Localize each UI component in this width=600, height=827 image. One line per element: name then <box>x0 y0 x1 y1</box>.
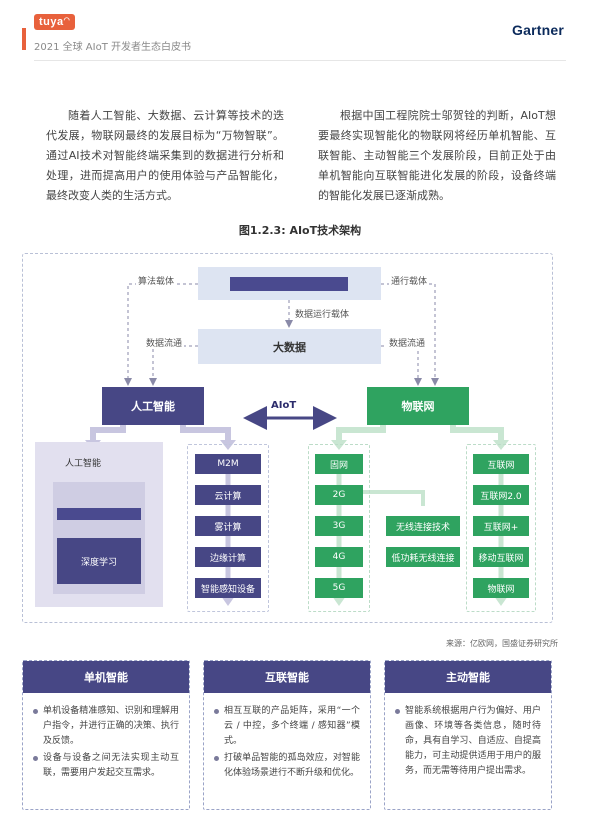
label-comm-carrier: 通行载体 <box>389 274 430 287</box>
wifi-icon: ◠ <box>63 17 71 24</box>
top-bar <box>230 277 348 291</box>
label-data-flow-left: 数据流通 <box>144 336 185 349</box>
net-item: 固网 <box>315 454 363 474</box>
ai-panel: 人工智能 深度学习 <box>35 442 163 607</box>
tech-item: M2M <box>195 454 261 474</box>
ai-panel-title: 人工智能 <box>65 459 102 469</box>
net-item: 2G <box>315 485 363 505</box>
gartner-logo: Gartner <box>512 22 564 38</box>
aiot-label: AIoT <box>271 400 297 411</box>
internet-column <box>466 444 536 612</box>
iot-box: 物联网 <box>367 387 469 425</box>
algorithm-carrier-box <box>198 267 381 300</box>
internet-item: 物联网 <box>473 578 529 598</box>
wireless-item: 无线连接技术 <box>386 516 460 536</box>
report-title: 2021 全球 AIoT 开发者生态白皮书 <box>34 42 192 53</box>
intro-paragraph-right: 根据中国工程院院士邬贺铨的判断，AIoT想要最终实现智能化的物联网将经历单机智能… <box>318 109 556 202</box>
card-title: 主动智能 <box>385 661 551 693</box>
net-item: 4G <box>315 547 363 567</box>
label-data-run-carrier: 数据运行载体 <box>293 307 352 320</box>
network-column <box>308 444 370 612</box>
tech-item: 智能感知设备 <box>195 578 261 598</box>
internet-item: 互联网2.0 <box>473 485 529 505</box>
figure-title: 图1.2.3: AIoT技术架构 <box>238 224 362 237</box>
ai-bar <box>57 508 141 520</box>
card-list: 单机设备精准感知、识别和理解用户指令，并进行正确的决策、执行及反馈。 设备与设备… <box>33 704 179 783</box>
accent-bar <box>22 28 26 50</box>
big-data-box: 大数据 <box>198 329 381 364</box>
tech-item: 云计算 <box>195 485 261 505</box>
figure-source: 来源：亿欧网，国盛证券研究所 <box>446 639 558 648</box>
card-item: 打破单品智能的孤岛效应，对智能化体验场景进行不断升级和优化。 <box>214 751 360 781</box>
deep-learning-box: 深度学习 <box>57 538 141 584</box>
internet-item: 移动互联网 <box>473 547 529 567</box>
internet-item: 互联网+ <box>473 516 529 536</box>
card-list: 智能系统根据用户行为偏好、用户画像、环境等各类信息，随时待命，具有自学习、自适应… <box>395 704 541 781</box>
tech-column <box>187 444 269 612</box>
card-item: 设备与设备之间无法实现主动互联，需要用户发起交互需求。 <box>33 751 179 781</box>
card-title: 互联智能 <box>204 661 370 693</box>
card-active-intelligence: 主动智能 智能系统根据用户行为偏好、用户画像、环境等各类信息，随时待命，具有自学… <box>384 660 552 810</box>
ai-box: 人工智能 <box>102 387 204 425</box>
tech-item: 边缘计算 <box>195 547 261 567</box>
card-item: 智能系统根据用户行为偏好、用户画像、环境等各类信息，随时待命，具有自学习、自适应… <box>395 704 541 779</box>
ai-inner-panel: 深度学习 <box>53 482 145 594</box>
page-header: tuya◠ 2021 全球 AIoT 开发者生态白皮书 Gartner <box>0 0 600 70</box>
tech-item: 雾计算 <box>195 516 261 536</box>
label-data-flow-right: 数据流通 <box>387 336 428 349</box>
card-title: 单机智能 <box>23 661 189 693</box>
card-item: 相互互联的产品矩阵，采用“一个云 / 中控，多个终端 / 感知器”模式。 <box>214 704 360 749</box>
intro-paragraph-left: 随着人工智能、大数据、云计算等技术的迭代发展，物联网最终的发展目标为“万物智联”… <box>46 109 284 202</box>
card-item: 单机设备精准感知、识别和理解用户指令，并进行正确的决策、执行及反馈。 <box>33 704 179 749</box>
net-item: 3G <box>315 516 363 536</box>
card-connected-intelligence: 互联智能 相互互联的产品矩阵，采用“一个云 / 中控，多个终端 / 感知器”模式… <box>203 660 371 810</box>
card-list: 相互互联的产品矩阵，采用“一个云 / 中控，多个终端 / 感知器”模式。 打破单… <box>214 704 360 783</box>
card-standalone-intelligence: 单机智能 单机设备精准感知、识别和理解用户指令，并进行正确的决策、执行及反馈。 … <box>22 660 190 810</box>
aiot-architecture-diagram: 算法载体 通行载体 数据运行载体 大数据 数据流通 数据流通 人工智能 物联网 … <box>22 253 553 623</box>
wireless-item: 低功耗无线连接 <box>386 547 460 567</box>
net-item: 5G <box>315 578 363 598</box>
tuya-logo: tuya◠ <box>34 14 76 30</box>
internet-item: 互联网 <box>473 454 529 474</box>
label-algorithm-carrier: 算法载体 <box>136 274 177 287</box>
header-divider <box>34 60 566 61</box>
